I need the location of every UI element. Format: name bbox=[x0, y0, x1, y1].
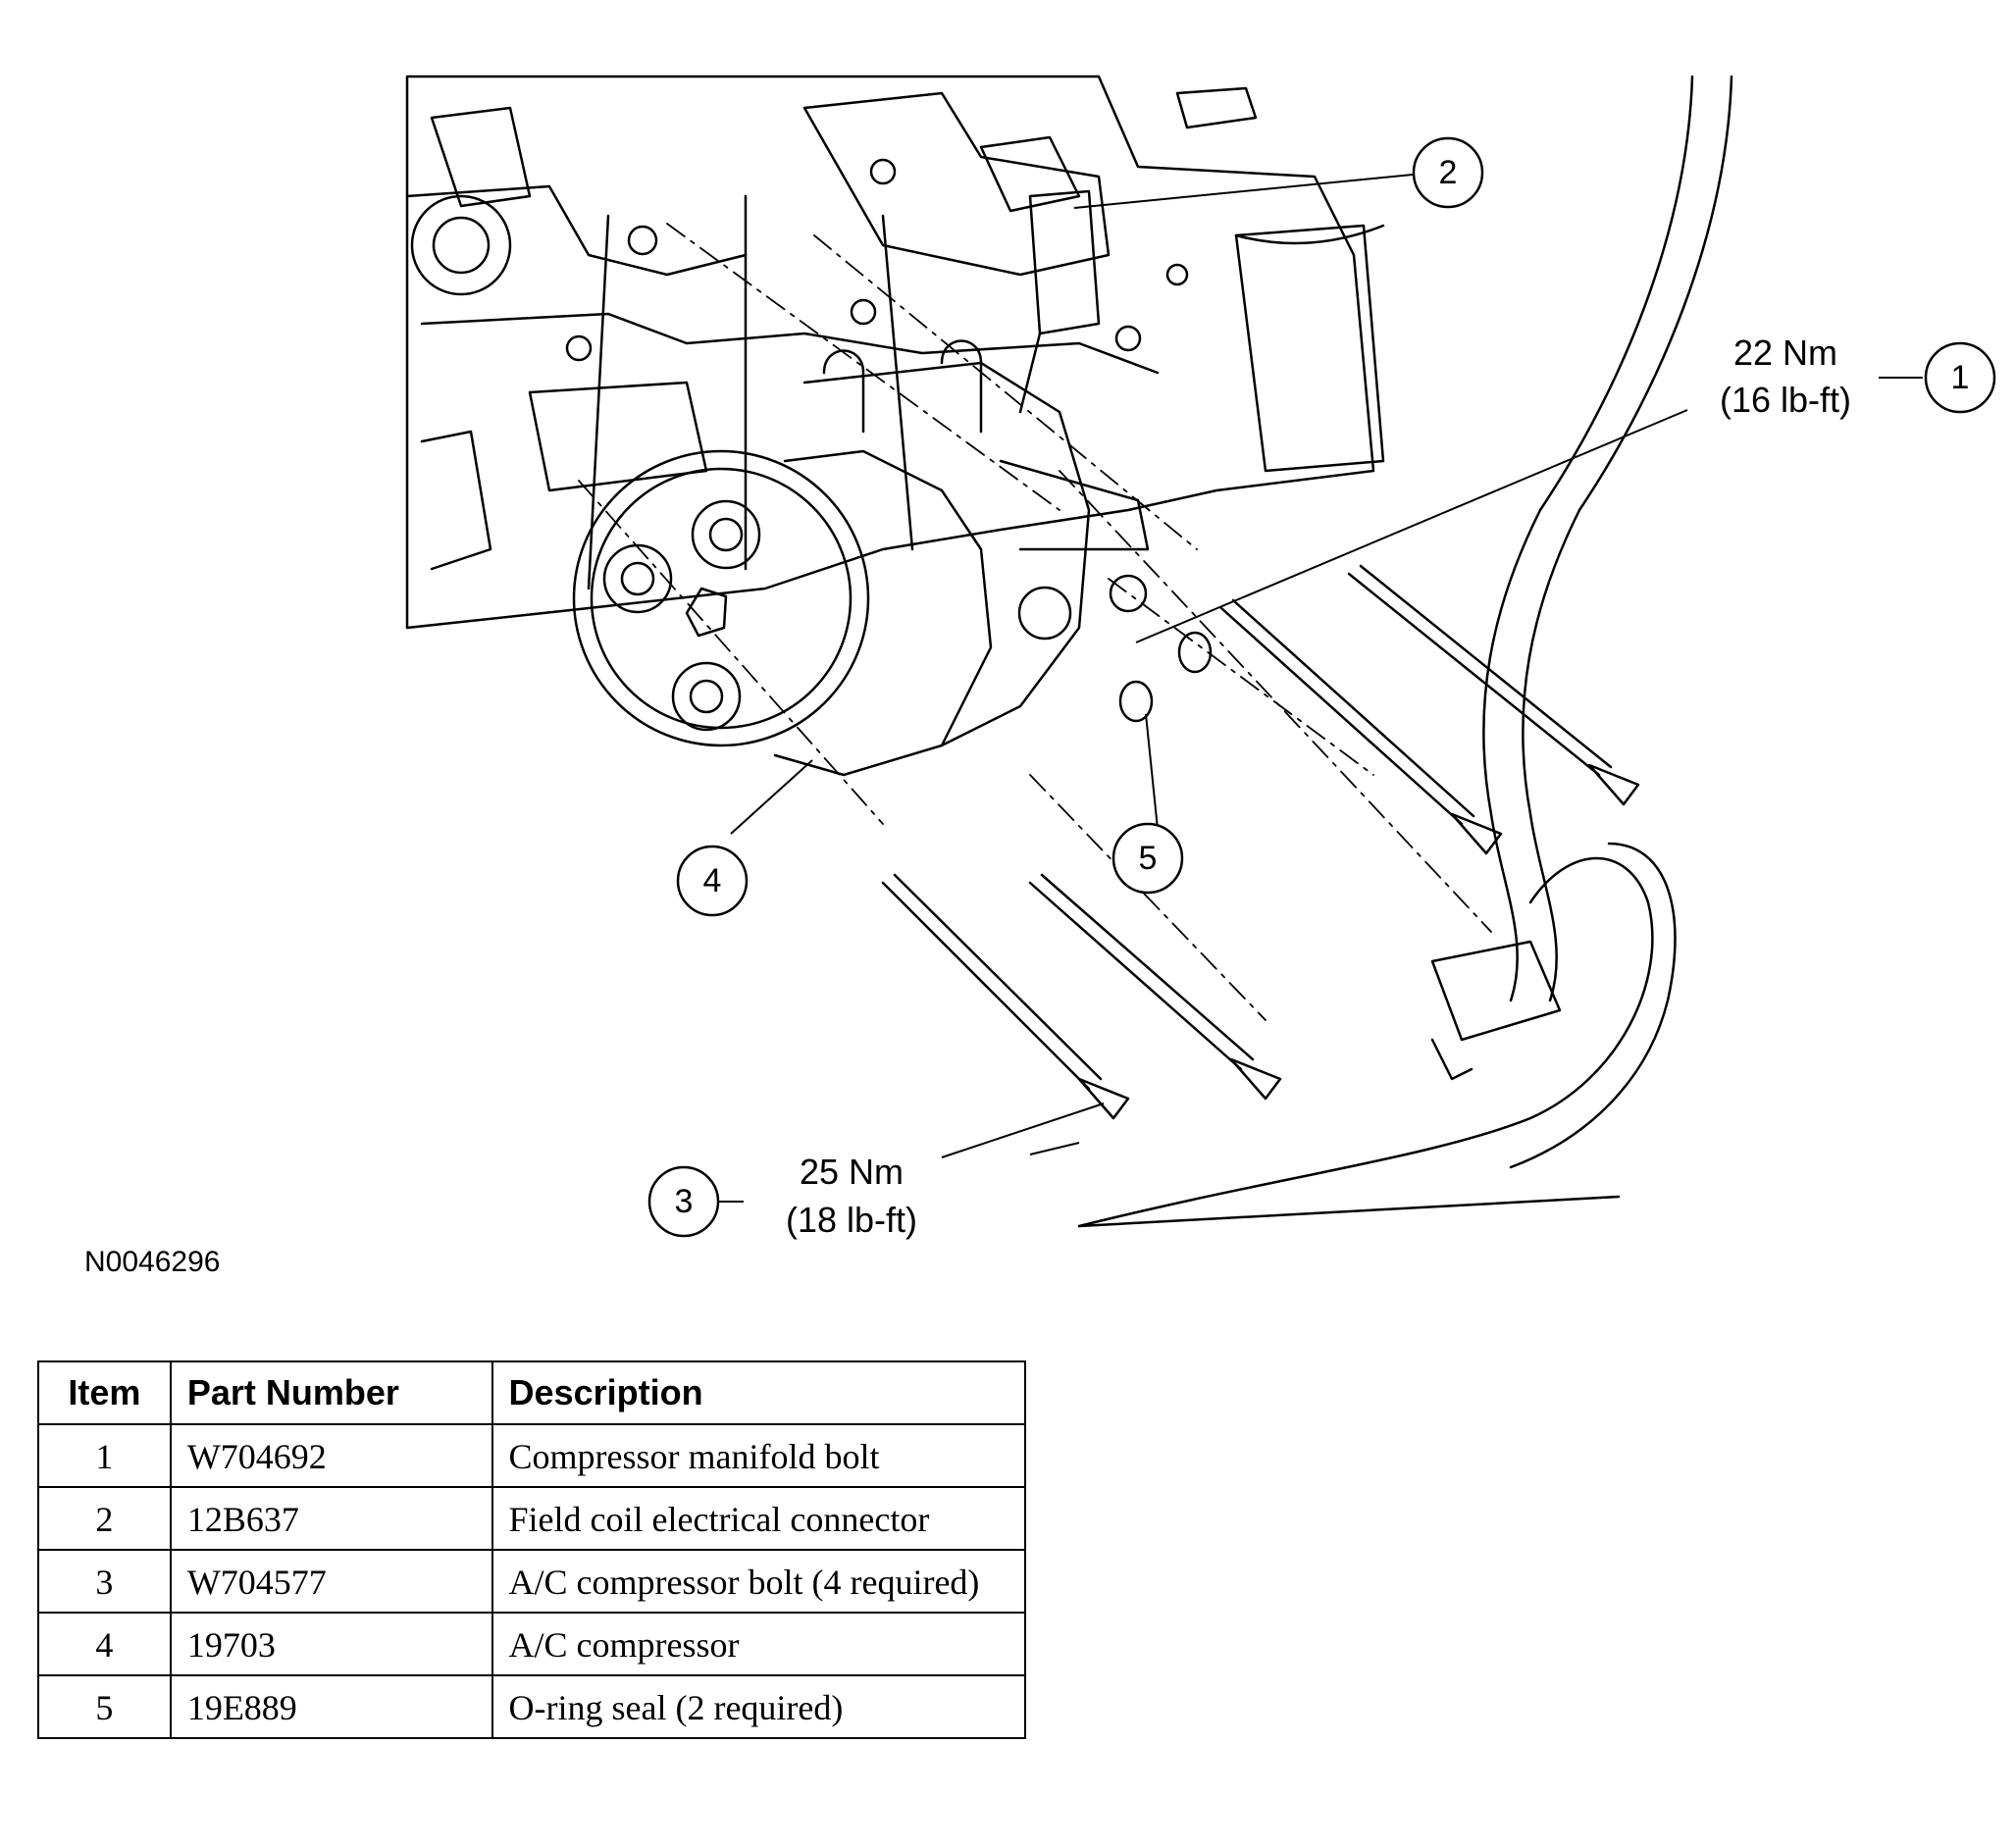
refrigerant-line-drawing bbox=[1077, 75, 1733, 1228]
svg-text:3: 3 bbox=[675, 1183, 694, 1220]
cell-item: 5 bbox=[37, 1674, 172, 1739]
cell-part-number: W704692 bbox=[169, 1423, 493, 1488]
cell-item: 2 bbox=[37, 1486, 172, 1551]
callout-3: 3 25 Nm (18 lb-ft) bbox=[647, 1152, 917, 1240]
header-description: Description bbox=[491, 1360, 1027, 1425]
table-row: 5 19E889 O-ring seal (2 required) bbox=[37, 1674, 1027, 1739]
callout-5: 5 bbox=[1111, 822, 1184, 895]
svg-text:25 Nm: 25 Nm bbox=[800, 1152, 904, 1192]
o-ring-drawings bbox=[1118, 631, 1213, 723]
cell-part-number: 12B637 bbox=[169, 1486, 493, 1551]
exploded-view-illustration: 1 22 Nm (16 lb-ft) 2 3 25 Nm (18 lb-ft) … bbox=[405, 75, 1996, 1240]
table-row: 3 W704577 A/C compressor bolt (4 require… bbox=[37, 1549, 1027, 1614]
leader-lines bbox=[718, 174, 1923, 1203]
svg-text:4: 4 bbox=[703, 862, 722, 899]
bolt-drawings bbox=[881, 564, 1640, 1120]
cell-description: Field coil electrical connector bbox=[491, 1486, 1027, 1551]
cell-part-number: W704577 bbox=[169, 1549, 493, 1614]
cell-part-number: 19703 bbox=[169, 1612, 493, 1676]
callout-2: 2 bbox=[1412, 136, 1484, 209]
figure-id: N0046296 bbox=[84, 1246, 221, 1278]
table-header-row: Item Part Number Description bbox=[37, 1360, 1027, 1425]
cell-part-number: 19E889 bbox=[169, 1674, 493, 1739]
callout-1: 1 22 Nm (16 lb-ft) bbox=[1720, 333, 1996, 420]
svg-text:(18 lb-ft): (18 lb-ft) bbox=[786, 1200, 917, 1240]
cell-description: A/C compressor bolt (4 required) bbox=[491, 1549, 1027, 1614]
cell-description: A/C compressor bbox=[491, 1612, 1027, 1676]
header-part-number: Part Number bbox=[169, 1360, 493, 1425]
svg-text:22 Nm: 22 Nm bbox=[1733, 333, 1837, 373]
cell-item: 1 bbox=[37, 1423, 172, 1488]
cell-description: Compressor manifold bolt bbox=[491, 1423, 1027, 1488]
svg-text:(16 lb-ft): (16 lb-ft) bbox=[1720, 380, 1851, 420]
ac-compressor-drawing bbox=[572, 189, 1150, 777]
cell-item: 3 bbox=[37, 1549, 172, 1614]
svg-text:2: 2 bbox=[1439, 154, 1458, 191]
table-row: 4 19703 A/C compressor bbox=[37, 1612, 1027, 1676]
parts-table: Item Part Number Description 1 W704692 C… bbox=[37, 1360, 1027, 1739]
alignment-lines bbox=[578, 223, 1492, 1021]
cell-description: O-ring seal (2 required) bbox=[491, 1674, 1027, 1739]
callout-4: 4 bbox=[676, 845, 749, 917]
header-item: Item bbox=[37, 1360, 172, 1425]
table-row: 2 12B637 Field coil electrical connector bbox=[37, 1486, 1027, 1551]
engine-block-drawing bbox=[405, 75, 1385, 630]
svg-text:1: 1 bbox=[1951, 359, 1970, 396]
table-row: 1 W704692 Compressor manifold bolt bbox=[37, 1423, 1027, 1488]
svg-text:5: 5 bbox=[1139, 840, 1158, 877]
cell-item: 4 bbox=[37, 1612, 172, 1676]
